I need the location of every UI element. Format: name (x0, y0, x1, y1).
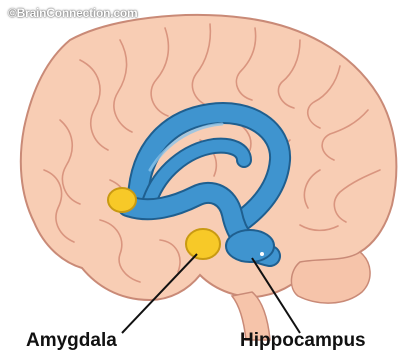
hippocampus-tail (226, 230, 274, 262)
amygdala-upper (108, 188, 136, 212)
label-amygdala: Amygdala (26, 330, 117, 352)
copyright-text: ©BrainConnection.com (8, 6, 138, 20)
label-hippocampus: Hippocampus (240, 330, 366, 352)
amygdala-lower (186, 229, 220, 259)
